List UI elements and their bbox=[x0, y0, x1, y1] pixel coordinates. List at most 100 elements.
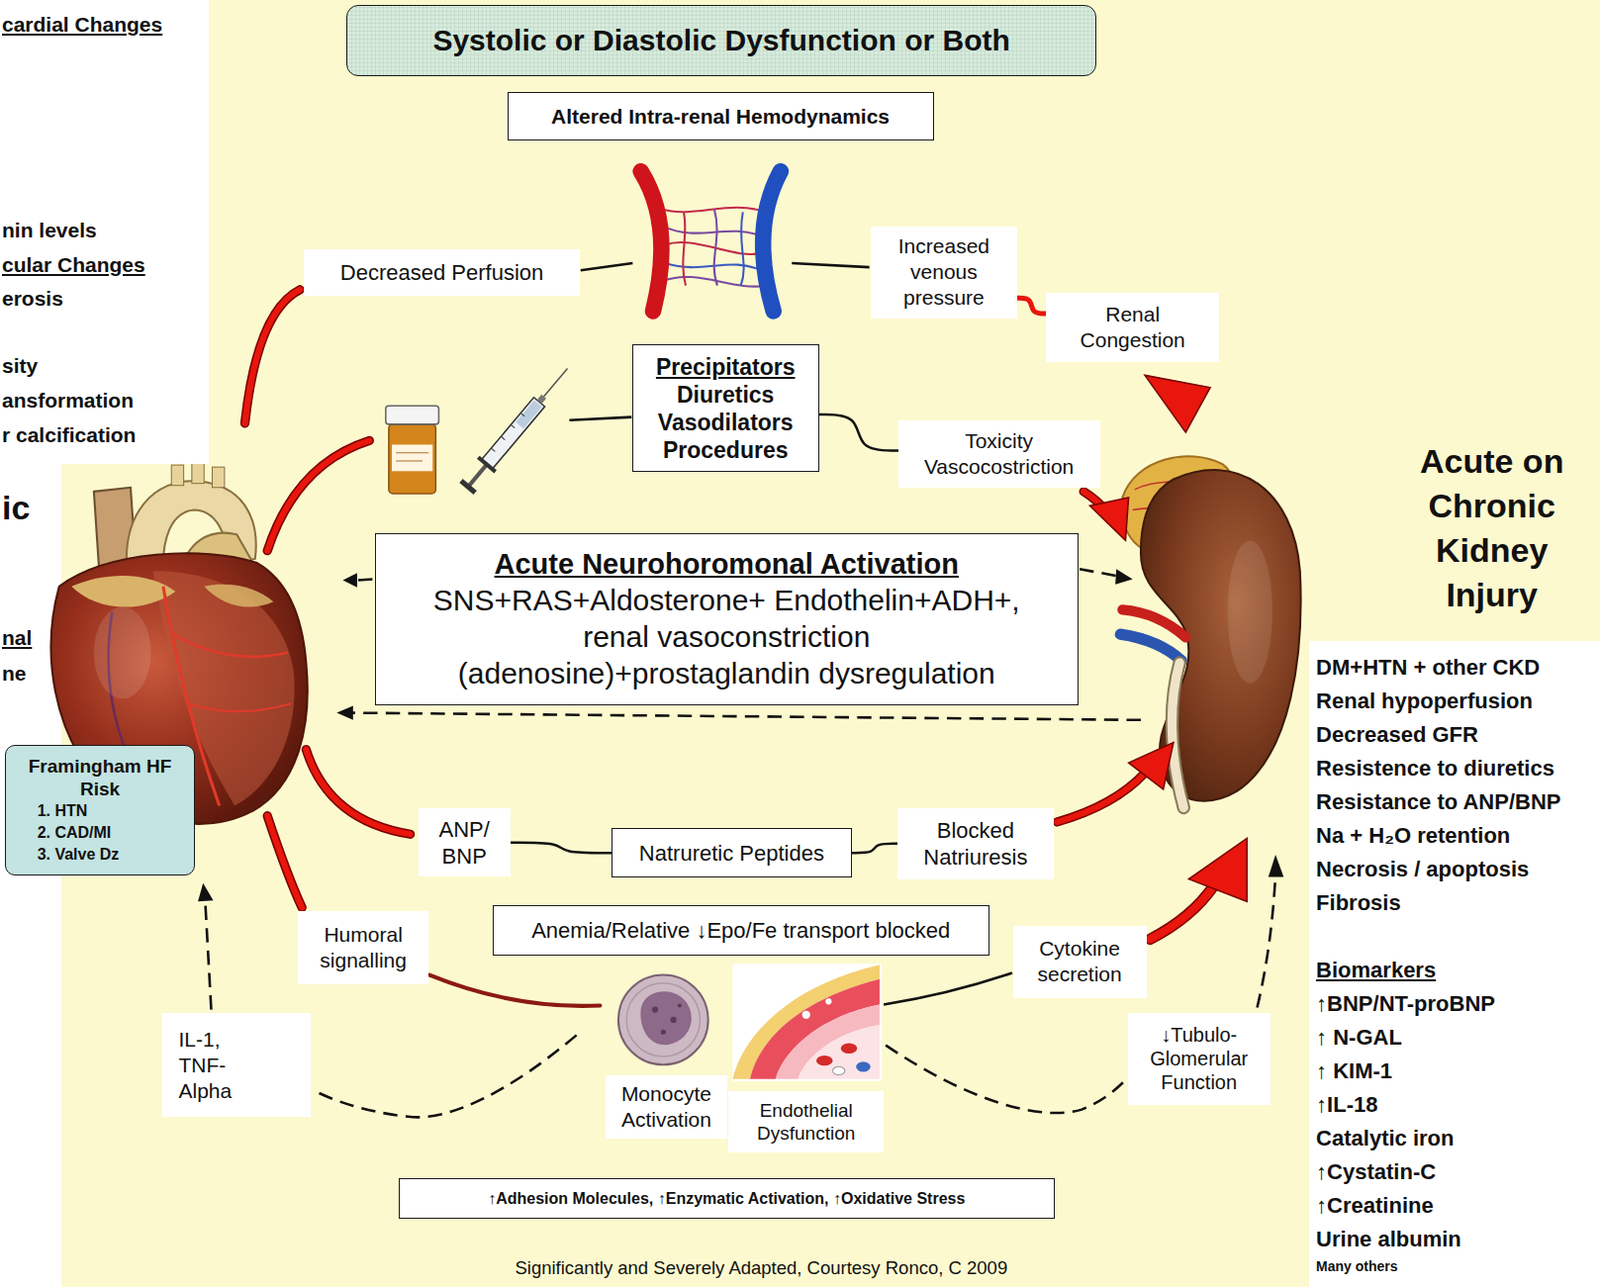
process-box: Anemia/Relative ↓Epo/Fe transport blocke… bbox=[492, 905, 990, 957]
box-text: Natruretic Peptides bbox=[620, 840, 843, 867]
box-text: Decreased Perfusion bbox=[311, 259, 571, 286]
cut-off-text: nal bbox=[1, 625, 32, 651]
connector-line bbox=[851, 844, 898, 853]
note-box: Monocyte Activation bbox=[605, 1075, 729, 1139]
red-arrow bbox=[267, 816, 302, 909]
red-arrow bbox=[1149, 885, 1215, 941]
monocyte-cell bbox=[670, 1017, 677, 1024]
dashed-arrow bbox=[204, 899, 211, 1010]
kidney-illustration bbox=[1171, 662, 1184, 808]
endothelium-section bbox=[732, 963, 882, 1082]
capillary-bed bbox=[660, 277, 767, 287]
dashed-arrow bbox=[204, 568, 1276, 1118]
monocyte-cell bbox=[618, 975, 709, 1066]
box-subtext: erosis bbox=[1, 285, 209, 311]
red-arrow bbox=[1089, 497, 1129, 541]
leader-line bbox=[791, 263, 869, 268]
note-box: Endothelial Dysfunction bbox=[728, 1091, 884, 1153]
heart-illustration bbox=[191, 461, 204, 484]
monocyte-cell bbox=[618, 975, 709, 1066]
syringe bbox=[520, 413, 525, 417]
endothelium-section bbox=[816, 1055, 834, 1066]
pill-bottle bbox=[395, 452, 429, 454]
box-subtext: Diuretics Vasodilators Procedures bbox=[658, 380, 794, 465]
capillary-bed bbox=[762, 171, 781, 311]
dashed-arrow-head bbox=[1268, 854, 1284, 878]
red-arrow bbox=[267, 440, 370, 551]
capillary-bed bbox=[714, 208, 718, 285]
monocyte-cell bbox=[660, 1030, 666, 1036]
dashed-arrow bbox=[885, 1045, 1125, 1114]
box-subtext: Catalytic iron bbox=[1316, 1122, 1600, 1156]
note-box: Toxicity Vascocostriction bbox=[898, 420, 1101, 488]
monocyte-cell bbox=[652, 1007, 659, 1014]
box-subtext: nin levels bbox=[1, 217, 209, 243]
dashed-arrow-head bbox=[336, 705, 354, 720]
heart-illustration bbox=[171, 465, 184, 486]
risk-box: Framingham HF Risk1. HTN2. CAD/MI3. Valv… bbox=[4, 745, 196, 876]
heart-illustration bbox=[173, 634, 288, 658]
kidney-illustration bbox=[1227, 540, 1273, 683]
red-arrow bbox=[429, 975, 600, 1007]
red-arrow bbox=[305, 750, 410, 836]
note-box: Renal Congestion bbox=[1045, 292, 1220, 363]
note-box: Cytokine secretion bbox=[1013, 926, 1147, 998]
heart-illustration bbox=[212, 467, 225, 488]
box-text: Acute Neurohoromonal Activation bbox=[383, 546, 1070, 582]
process-box: PrecipitatorsDiuretics Vasodilators Proc… bbox=[632, 344, 820, 472]
red-arrow bbox=[1188, 838, 1247, 902]
box-text: ↓Tubulo-Glomerular Function bbox=[1135, 1023, 1263, 1095]
note-box: ↓Tubulo-Glomerular Function bbox=[1128, 1013, 1271, 1106]
box-text: Framingham HF Risk bbox=[13, 754, 188, 801]
pill-bottle bbox=[385, 405, 440, 425]
note-box: Humoral signalling bbox=[297, 911, 429, 985]
box-subtext: 3. Valve Dz bbox=[13, 844, 188, 866]
box-subtext: ↑BNP/NT-proBNP bbox=[1316, 987, 1600, 1022]
kidney-illustration bbox=[1120, 456, 1301, 808]
capillary-bed bbox=[641, 171, 662, 311]
capillary-bed bbox=[664, 242, 761, 255]
monocyte-cell bbox=[640, 991, 691, 1045]
note-box: Blocked Natriuresis bbox=[897, 808, 1054, 880]
cut-off-text: ne bbox=[1, 660, 27, 686]
dashed-arrow bbox=[352, 713, 1141, 721]
box-text: Increased venous pressure bbox=[878, 233, 1011, 311]
box-text: DM+HTN + other CKD bbox=[1316, 651, 1600, 685]
leader-line bbox=[580, 263, 634, 271]
box-text: Anemia/Relative ↓Epo/Fe transport blocke… bbox=[501, 917, 981, 944]
note-box: Increased venous pressure bbox=[870, 226, 1019, 319]
title-box: Systolic or Diastolic Dysfunction or Bot… bbox=[346, 4, 1097, 77]
box-text: Altered Intra-renal Hemodynamics bbox=[516, 103, 926, 130]
heart-illustration bbox=[94, 606, 152, 699]
kidney-heading: Acute on Chronic Kidney Injury bbox=[1393, 439, 1592, 618]
box-text: Renal Congestion bbox=[1053, 301, 1212, 354]
leader-line bbox=[883, 972, 1013, 1005]
endothelium-section bbox=[855, 1061, 870, 1072]
box-text: ANP/ BNP bbox=[426, 816, 503, 870]
red-arrow bbox=[245, 289, 1248, 1007]
capillary-bed bbox=[641, 171, 781, 311]
box-subtext: 1. HTN bbox=[13, 800, 188, 823]
box-subtext: ansformation bbox=[1, 387, 209, 413]
connector-line bbox=[510, 843, 613, 853]
note-box: Decreased Perfusion bbox=[303, 249, 579, 296]
box-subtext: Many others bbox=[1316, 1256, 1600, 1277]
red-arrow bbox=[1149, 885, 1215, 941]
dashed-arrow bbox=[1079, 568, 1119, 576]
caption: Significantly and Severely Adapted, Cour… bbox=[514, 1257, 1008, 1280]
syringe bbox=[468, 463, 489, 487]
syringe bbox=[544, 368, 568, 396]
box-text: ↑Adhesion Molecules, ↑Enzymatic Activati… bbox=[407, 1189, 1046, 1210]
endothelium-section bbox=[833, 1066, 846, 1075]
process-box: ↑Adhesion Molecules, ↑Enzymatic Activati… bbox=[398, 1178, 1055, 1220]
red-arrow bbox=[267, 816, 302, 909]
box-subtext: ↑ N-GAL bbox=[1316, 1021, 1600, 1055]
endothelium-section bbox=[732, 964, 880, 1079]
note-box: ANP/ BNP bbox=[418, 808, 511, 877]
syringe bbox=[458, 361, 576, 496]
syringe bbox=[500, 436, 505, 440]
box-text: Humoral signalling bbox=[305, 922, 421, 974]
syringe bbox=[510, 424, 515, 428]
